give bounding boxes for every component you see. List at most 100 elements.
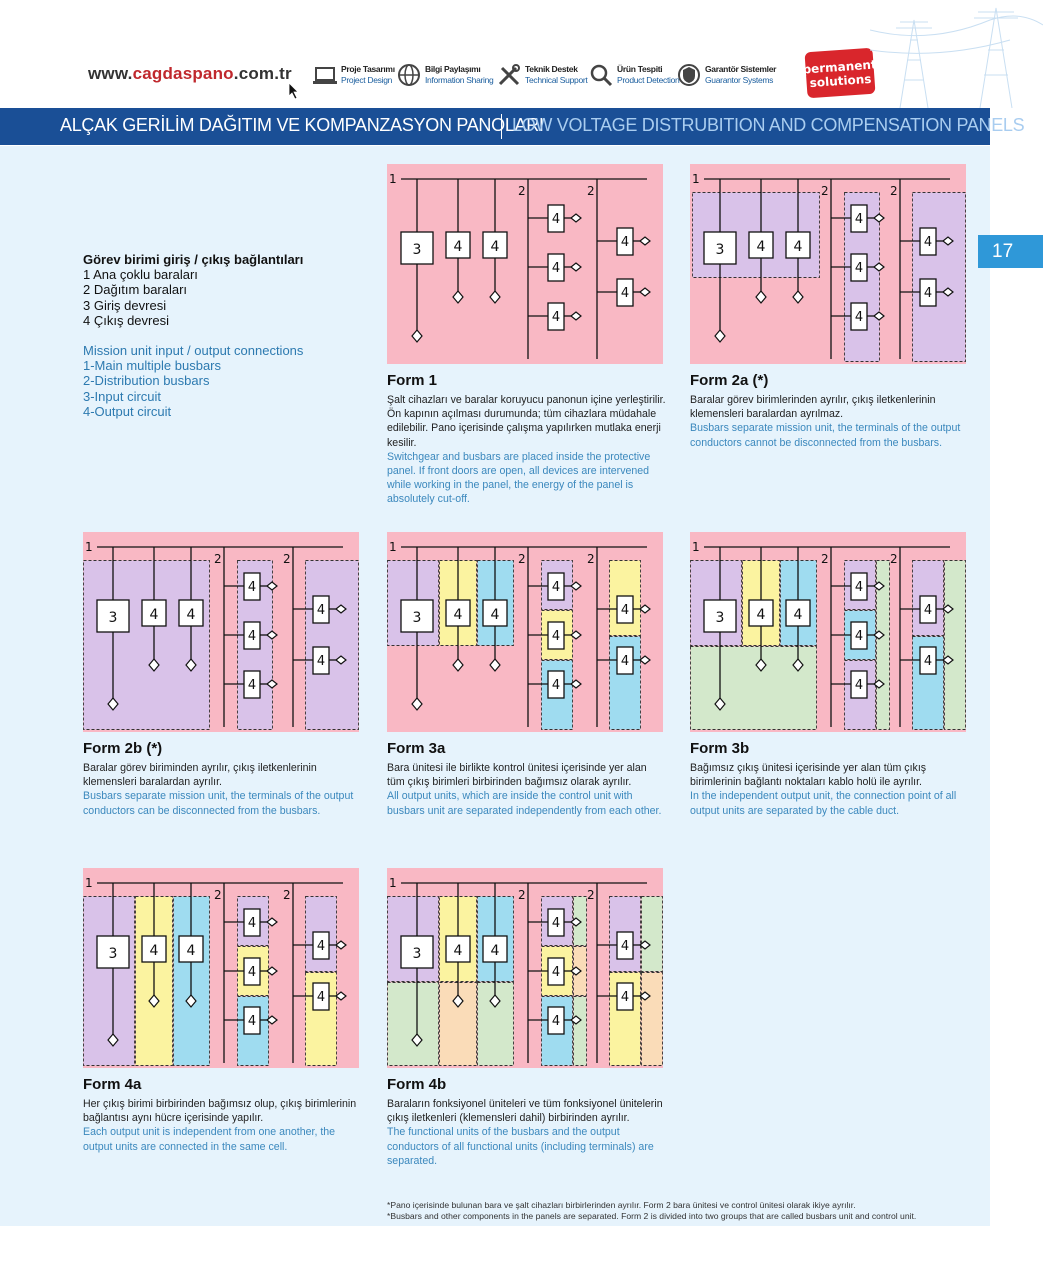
terminal-diamond (107, 1033, 119, 1047)
terminal-diamond (266, 1015, 278, 1025)
terminal-diamond (452, 658, 464, 672)
output-circuit-label: 4 (621, 603, 629, 618)
terminal-diamond (335, 991, 347, 1001)
busbar-label-dist: 2 (821, 184, 829, 198)
legend: Görev birimi giriş / çıkış bağlantıları … (83, 252, 303, 419)
terminal-diamond (942, 287, 954, 297)
service-label-tr: Teknik Destek (525, 64, 578, 74)
description-en: The functional units of the busbars and … (387, 1126, 654, 1167)
legend-heading-tr: Görev birimi giriş / çıkış bağlantıları (83, 252, 304, 267)
busbar-label-dist: 2 (587, 888, 595, 902)
terminal-diamond (266, 966, 278, 976)
form1-description: Şalt cihazları ve baralar koruyucu panon… (387, 393, 667, 507)
form1-title: Form 1 (387, 372, 438, 389)
input-circuit-label: 3 (109, 946, 118, 962)
description-tr: Bara ünitesi ile birlikte kontrol ünites… (387, 762, 647, 789)
output-circuit-label: 4 (855, 678, 863, 693)
input-circuit-label: 3 (109, 610, 118, 626)
service-label-tr: Garantör Sistemler (705, 64, 777, 74)
input-circuit-box (703, 599, 737, 633)
output-circuit-label: 4 (248, 629, 256, 644)
terminal-diamond (639, 655, 651, 665)
legend-item: 1 Ana çoklu baraları (83, 267, 198, 283)
output-circuit-box (141, 935, 167, 963)
compartment-zone (387, 982, 439, 1066)
terminal-diamond (755, 290, 767, 304)
shield-globe-icon (678, 64, 700, 86)
busbar-label-dist: 2 (214, 888, 222, 902)
output-circuit-label: 4 (454, 607, 463, 623)
description-tr: Bağımsız çıkış ünitesi içerisinde yer al… (690, 762, 927, 789)
form3b-title: Form 3b (690, 740, 750, 757)
output-circuit-label: 4 (552, 916, 560, 931)
output-circuit-box (482, 935, 508, 963)
output-circuit-box (748, 599, 774, 627)
terminal-diamond (570, 581, 582, 591)
magnifier-icon (590, 64, 613, 87)
input-circuit-label: 3 (413, 242, 422, 258)
output-circuit-label: 4 (757, 239, 766, 255)
site-url[interactable]: www.cagdaspano.com.tr (88, 64, 292, 83)
output-circuit-label: 4 (794, 239, 803, 255)
terminal-diamond (489, 658, 501, 672)
output-circuit-label: 4 (491, 943, 500, 959)
description-tr: Baraların fonksiyonel üniteleri ve tüm f… (387, 1098, 663, 1125)
terminal-diamond (639, 287, 651, 297)
output-circuit-box (482, 231, 508, 259)
output-circuit-label: 4 (924, 235, 932, 250)
busbar-label-dist: 2 (214, 552, 222, 566)
form3a-description: Bara ünitesi ile birlikte kontrol ünites… (387, 761, 667, 818)
output-circuit-label: 4 (454, 943, 463, 959)
output-circuit-label: 4 (757, 607, 766, 623)
output-circuit-box (482, 599, 508, 627)
output-circuit-label: 4 (924, 603, 932, 618)
terminal-diamond (411, 697, 423, 711)
compartment-zone (573, 996, 587, 1066)
output-circuit-label: 4 (248, 916, 256, 931)
output-circuit-label: 4 (187, 943, 196, 959)
busbar-label-main: 1 (85, 540, 93, 554)
description-en: Busbars separate mission unit, the termi… (83, 790, 354, 817)
banner-title-tr: ALÇAK GERİLİM DAĞITIM VE KOMPANZASYON PA… (60, 115, 544, 135)
output-circuit-label: 4 (454, 239, 463, 255)
output-circuit-box (178, 935, 204, 963)
terminal-diamond (570, 679, 582, 689)
svg-text:permanent: permanent (804, 57, 877, 76)
footnote: *Pano içerisinde bulunan bara ve şalt ci… (387, 1200, 916, 1222)
output-circuit-label: 4 (248, 678, 256, 693)
output-circuit-label: 4 (794, 607, 803, 623)
description-tr: Baralar görev biriminden ayrılır, çıkış … (83, 762, 317, 789)
form3b-description: Bağımsız çıkış ünitesi içerisinde yer al… (690, 761, 970, 818)
banner-divider (501, 114, 502, 139)
output-circuit-label: 4 (317, 939, 325, 954)
terminal-diamond (335, 655, 347, 665)
mouse-cursor-icon (288, 82, 299, 100)
form2a-description: Baralar görev birimlerinden ayrılır, çık… (690, 393, 970, 450)
terminal-diamond (873, 679, 885, 689)
output-circuit-label: 4 (150, 943, 159, 959)
form2b-description: Baralar görev biriminden ayrılır, çıkış … (83, 761, 363, 818)
terminal-diamond (335, 940, 347, 950)
terminal-diamond (185, 658, 197, 672)
terminal-diamond (489, 290, 501, 304)
form4b-description: Baraların fonksiyonel üniteleri ve tüm f… (387, 1097, 667, 1168)
output-circuit-label: 4 (150, 607, 159, 623)
terminal-diamond (266, 917, 278, 927)
busbar-label-dist: 2 (821, 552, 829, 566)
input-circuit-label: 3 (716, 242, 725, 258)
terminal-diamond (489, 994, 501, 1008)
output-circuit-label: 4 (317, 990, 325, 1005)
busbar-label-main: 1 (85, 876, 93, 890)
output-circuit-label: 4 (248, 1014, 256, 1029)
description-en: Each output unit is independent from one… (83, 1126, 336, 1153)
busbar-label-dist: 2 (890, 552, 898, 566)
